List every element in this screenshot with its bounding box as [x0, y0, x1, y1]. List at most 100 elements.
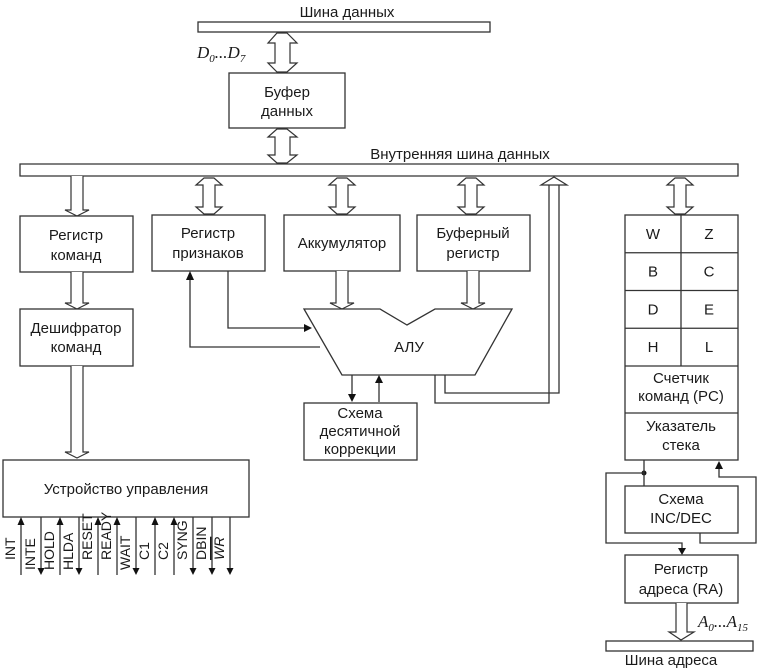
dec-corr-label-2: десятичной: [320, 423, 401, 440]
instruction-register-label-1: Регистр: [49, 227, 103, 244]
arrowhead-into-alu-from-dec: [375, 375, 383, 383]
signal-label-wr: WR: [211, 537, 227, 560]
arrow-to-address-bus: [667, 603, 697, 641]
dec-corr-label-3: коррекции: [324, 441, 396, 458]
accumulator-block: [283, 214, 401, 272]
signal-arrow-reset: [94, 517, 102, 525]
arrowhead-into-flags: [186, 271, 194, 280]
decimal-correction-block: [303, 402, 418, 461]
incdec-to-sp-line: [699, 467, 757, 544]
signal-arrow-ready: [113, 517, 121, 525]
arrowhead-into-dec-corr: [348, 394, 356, 402]
inc-dec-block: [624, 485, 739, 534]
signal-label-ready: READY: [98, 511, 114, 560]
double-arrow-register-file: [665, 177, 695, 215]
double-arrow-buffer-register: [456, 177, 486, 215]
address-register-block: [624, 554, 739, 604]
data-buffer-block: [228, 72, 346, 129]
alu-block: [302, 308, 514, 376]
double-arrow-buffer-internal: [266, 128, 299, 164]
signal-arrow-wait: [132, 568, 140, 575]
address-bus-label: Шина адреса: [625, 652, 718, 668]
signal-arrow-hlda: [75, 568, 83, 575]
signal-label-dbin: DBIN: [193, 527, 209, 560]
double-arrow-accumulator: [327, 177, 357, 215]
signal-label-hlda: HLDA: [60, 532, 76, 570]
ra-label-2: адреса (RA): [639, 581, 724, 598]
alu-to-internal-bus-path: [434, 185, 560, 404]
register-z: Z: [704, 226, 713, 243]
signal-label-inte: INTE: [22, 538, 38, 570]
bypass-line: [605, 472, 683, 550]
double-arrow-data-bus: [266, 32, 299, 73]
arrowhead-into-alu: [304, 324, 312, 332]
signal-arrow-wr: [226, 568, 234, 575]
address-bus: [605, 640, 754, 652]
data-lines-label: D0...D7: [196, 43, 246, 65]
svg-text:D0...D7: D0...D7: [196, 43, 246, 65]
register-h: H: [648, 339, 659, 356]
register-pairs: W Z B C D E H L: [625, 215, 738, 366]
inc-dec-label-1: Схема: [658, 491, 704, 508]
register-l: L: [705, 339, 713, 356]
buffer-register-block: [416, 214, 531, 272]
signal-arrow-c2: [170, 517, 178, 525]
buffer-register-label-2: регистр: [446, 245, 499, 262]
signal-arrow-hold: [56, 517, 64, 525]
arrowhead-into-ra: [678, 548, 686, 555]
signal-arrow-int: [17, 517, 25, 525]
flags-to-alu-line: [227, 271, 310, 329]
decoder-label-2: команд: [51, 339, 102, 356]
instruction-register-block: [19, 215, 134, 273]
arrow-accumulator-to-alu: [329, 271, 355, 310]
signal-arrow-c1: [151, 517, 159, 525]
signal-arrow-inte: [37, 568, 45, 575]
address-lines-label: A0...A15: [697, 612, 749, 634]
arrow-to-decoder: [64, 272, 90, 310]
accumulator-label: Аккумулятор: [298, 235, 387, 252]
flags-register-label-2: признаков: [172, 245, 243, 262]
flags-register-block: [151, 214, 266, 272]
ra-label-1: Регистр: [654, 561, 708, 578]
sp-label-2: стека: [662, 437, 700, 454]
register-d: D: [648, 301, 659, 318]
svg-text:A0...A15: A0...A15: [697, 612, 749, 634]
data-bus: [197, 21, 491, 33]
alu-to-flags-line: [189, 276, 320, 348]
buffer-register-label-1: Буферный: [436, 225, 509, 242]
data-buffer-label-1: Буфер: [264, 84, 310, 101]
flags-register-label-1: Регистр: [181, 225, 235, 242]
inc-dec-label-2: INC/DEC: [650, 510, 712, 527]
arrow-buffer-register-to-alu: [460, 271, 486, 310]
control-unit-label: Устройство управления: [44, 481, 208, 498]
instruction-decoder-block: [19, 308, 134, 367]
instruction-register-label-2: команд: [51, 247, 102, 264]
double-arrow-flags: [194, 177, 224, 215]
register-w: W: [646, 226, 661, 243]
signal-label-reset: RESET: [79, 513, 95, 560]
internal-bus: [19, 163, 739, 177]
arrowhead-into-sp: [715, 461, 723, 469]
signal-label-c2: C2: [155, 542, 171, 560]
signal-label-syng: SYNG: [174, 520, 190, 560]
register-c: C: [704, 264, 715, 281]
internal-bus-label: Внутренняя шина данных: [370, 146, 550, 163]
signal-label-c1: C1: [136, 542, 152, 560]
signal-label-wait: WAIT: [117, 535, 133, 570]
dec-corr-label-1: Схема: [337, 405, 383, 422]
alu-label: АЛУ: [394, 339, 424, 356]
sp-label-1: Указатель: [646, 418, 716, 435]
register-e: E: [704, 301, 714, 318]
signal-label-hold: HOLD: [41, 531, 57, 570]
signal-arrow-syng: [189, 568, 197, 575]
pc-label-1: Счетчик: [653, 370, 709, 387]
decoder-label-1: Дешифратор: [31, 320, 122, 337]
data-bus-label: Шина данных: [300, 4, 395, 21]
signal-arrow-dbin: [208, 568, 216, 575]
signal-label-int: INT: [2, 537, 18, 560]
arrow-to-control-unit: [64, 366, 90, 459]
pc-label-2: команд (PC): [638, 388, 724, 405]
register-b: B: [648, 264, 658, 281]
alu-to-bus-arrowhead: [538, 176, 570, 186]
